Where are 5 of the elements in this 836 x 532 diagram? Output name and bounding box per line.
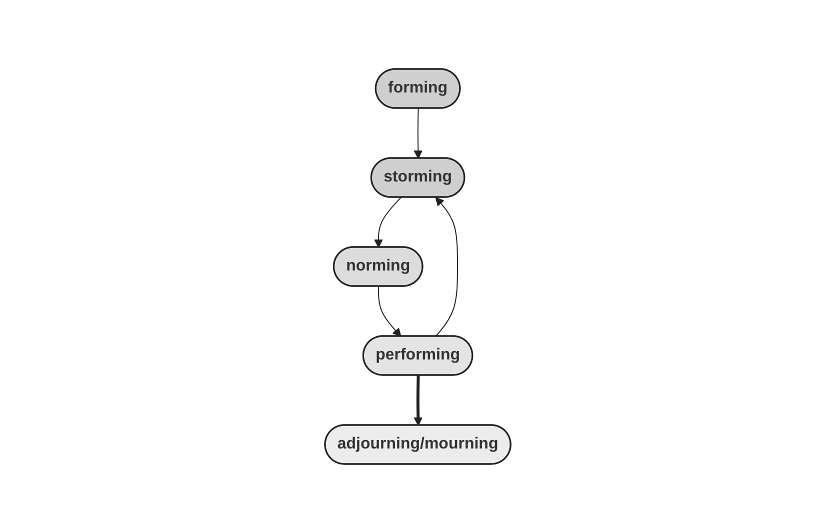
- arrow: [378, 286, 402, 336]
- arrow: [374, 196, 402, 248]
- arrow: [414, 374, 423, 426]
- arrow: [435, 196, 458, 336]
- arrow: [414, 108, 423, 158]
